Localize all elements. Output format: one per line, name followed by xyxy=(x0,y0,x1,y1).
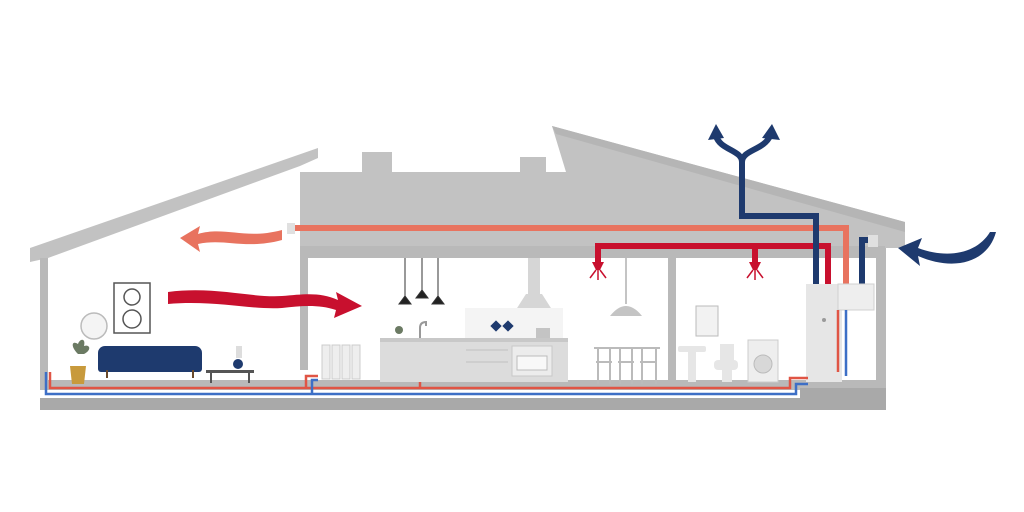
potted-plant xyxy=(70,339,90,384)
pipe-blue-main xyxy=(44,372,808,396)
bar-stools xyxy=(594,347,660,384)
left-roof xyxy=(30,148,318,262)
kitchen-plant xyxy=(395,326,403,334)
airflow-arrows xyxy=(168,226,996,318)
supply-duct-main xyxy=(287,225,849,289)
outdoor-ducts xyxy=(713,134,870,288)
supply-diffuser-bath xyxy=(746,262,764,280)
living-room-wall-cutout xyxy=(48,168,300,380)
pipe-red-radiator xyxy=(304,374,318,388)
exhaust-arrow-left xyxy=(708,124,724,140)
right-wall xyxy=(876,248,886,388)
supply-diffuser-kitchen xyxy=(589,262,607,280)
wall-art-circle-top xyxy=(123,288,141,306)
pipe-red-main xyxy=(48,372,808,390)
unit-top xyxy=(837,283,875,311)
intake-vent xyxy=(868,235,878,247)
partition-2 xyxy=(668,250,676,380)
kitchen xyxy=(321,258,660,384)
exhaust-split xyxy=(713,134,773,163)
floor-pipes xyxy=(44,310,848,396)
extract-duct-main xyxy=(595,243,831,288)
toilet xyxy=(714,344,738,382)
radiator xyxy=(321,344,361,380)
bathroom-sink xyxy=(678,346,706,382)
left-wall xyxy=(40,258,48,380)
outdoor-intake-arrow xyxy=(898,232,996,266)
supply-vent-left xyxy=(287,223,295,234)
intake-duct xyxy=(859,237,870,288)
kitchen-faucet xyxy=(419,320,427,338)
kitchen-counter xyxy=(380,338,568,382)
roof-overhang xyxy=(552,126,905,232)
wall-art-circle-bottom xyxy=(122,309,142,329)
warm-air-arrow xyxy=(168,290,362,318)
partition-1 xyxy=(300,250,308,370)
foundation xyxy=(40,398,886,410)
floor-slab xyxy=(40,380,886,390)
exhaust-duct xyxy=(739,158,819,288)
supply-duct xyxy=(287,223,849,289)
sofa xyxy=(98,346,202,378)
foundation-step xyxy=(800,388,886,400)
pipe-blue-radiator xyxy=(310,378,318,394)
living-room xyxy=(70,282,254,384)
pendant-lamp xyxy=(610,258,642,316)
wall-art-frame xyxy=(113,282,151,334)
wall-mirror xyxy=(80,312,108,340)
supply-air-arrow xyxy=(180,226,282,252)
cooking-pot xyxy=(536,328,550,338)
unit-indicator xyxy=(822,318,826,322)
exhaust-arrow-right xyxy=(762,124,780,140)
washing-machine xyxy=(747,339,779,383)
pendant-lights xyxy=(398,258,445,305)
bathroom-mirror xyxy=(695,305,719,337)
extract-duct xyxy=(595,243,831,288)
unit-body xyxy=(806,284,842,382)
heat-recovery-unit xyxy=(806,283,875,382)
side-table xyxy=(206,346,254,383)
bathroom xyxy=(678,262,779,383)
kitchen-tiles xyxy=(490,320,514,332)
